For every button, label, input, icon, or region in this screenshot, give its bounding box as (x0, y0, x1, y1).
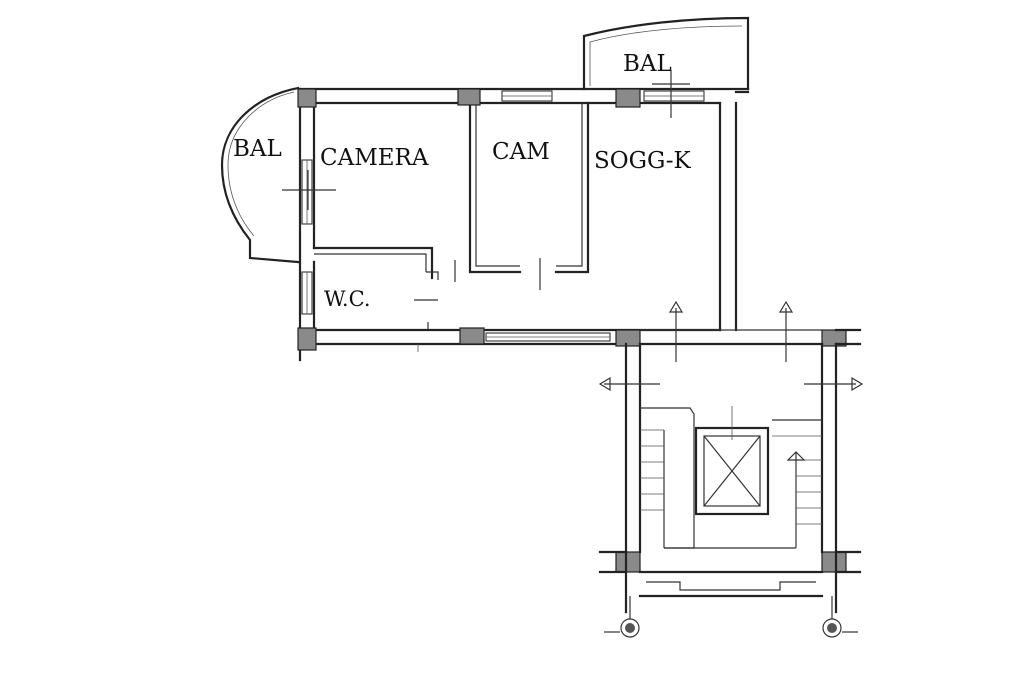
room-label-cam: CAM (492, 139, 550, 165)
stair-core (624, 329, 838, 614)
room-label-wc: W.C. (324, 287, 371, 311)
room-label-bal-left: BAL (233, 136, 282, 162)
room-label-camera: CAMERA (320, 145, 429, 171)
room-label-bal-top: BAL (623, 51, 672, 77)
windows (282, 70, 705, 342)
top-balcony (582, 16, 750, 91)
structural-columns (297, 88, 847, 573)
interior-partitions (312, 101, 590, 330)
room-label-sogg-k: SOGG-K (594, 148, 692, 174)
room-labels: BAL CAMERA CAM SOGG-K BAL W.C. (233, 51, 692, 311)
exterior-details (417, 328, 862, 638)
circulation-arrows (598, 300, 864, 461)
left-balcony (220, 86, 300, 264)
apartment-walls (298, 87, 750, 362)
